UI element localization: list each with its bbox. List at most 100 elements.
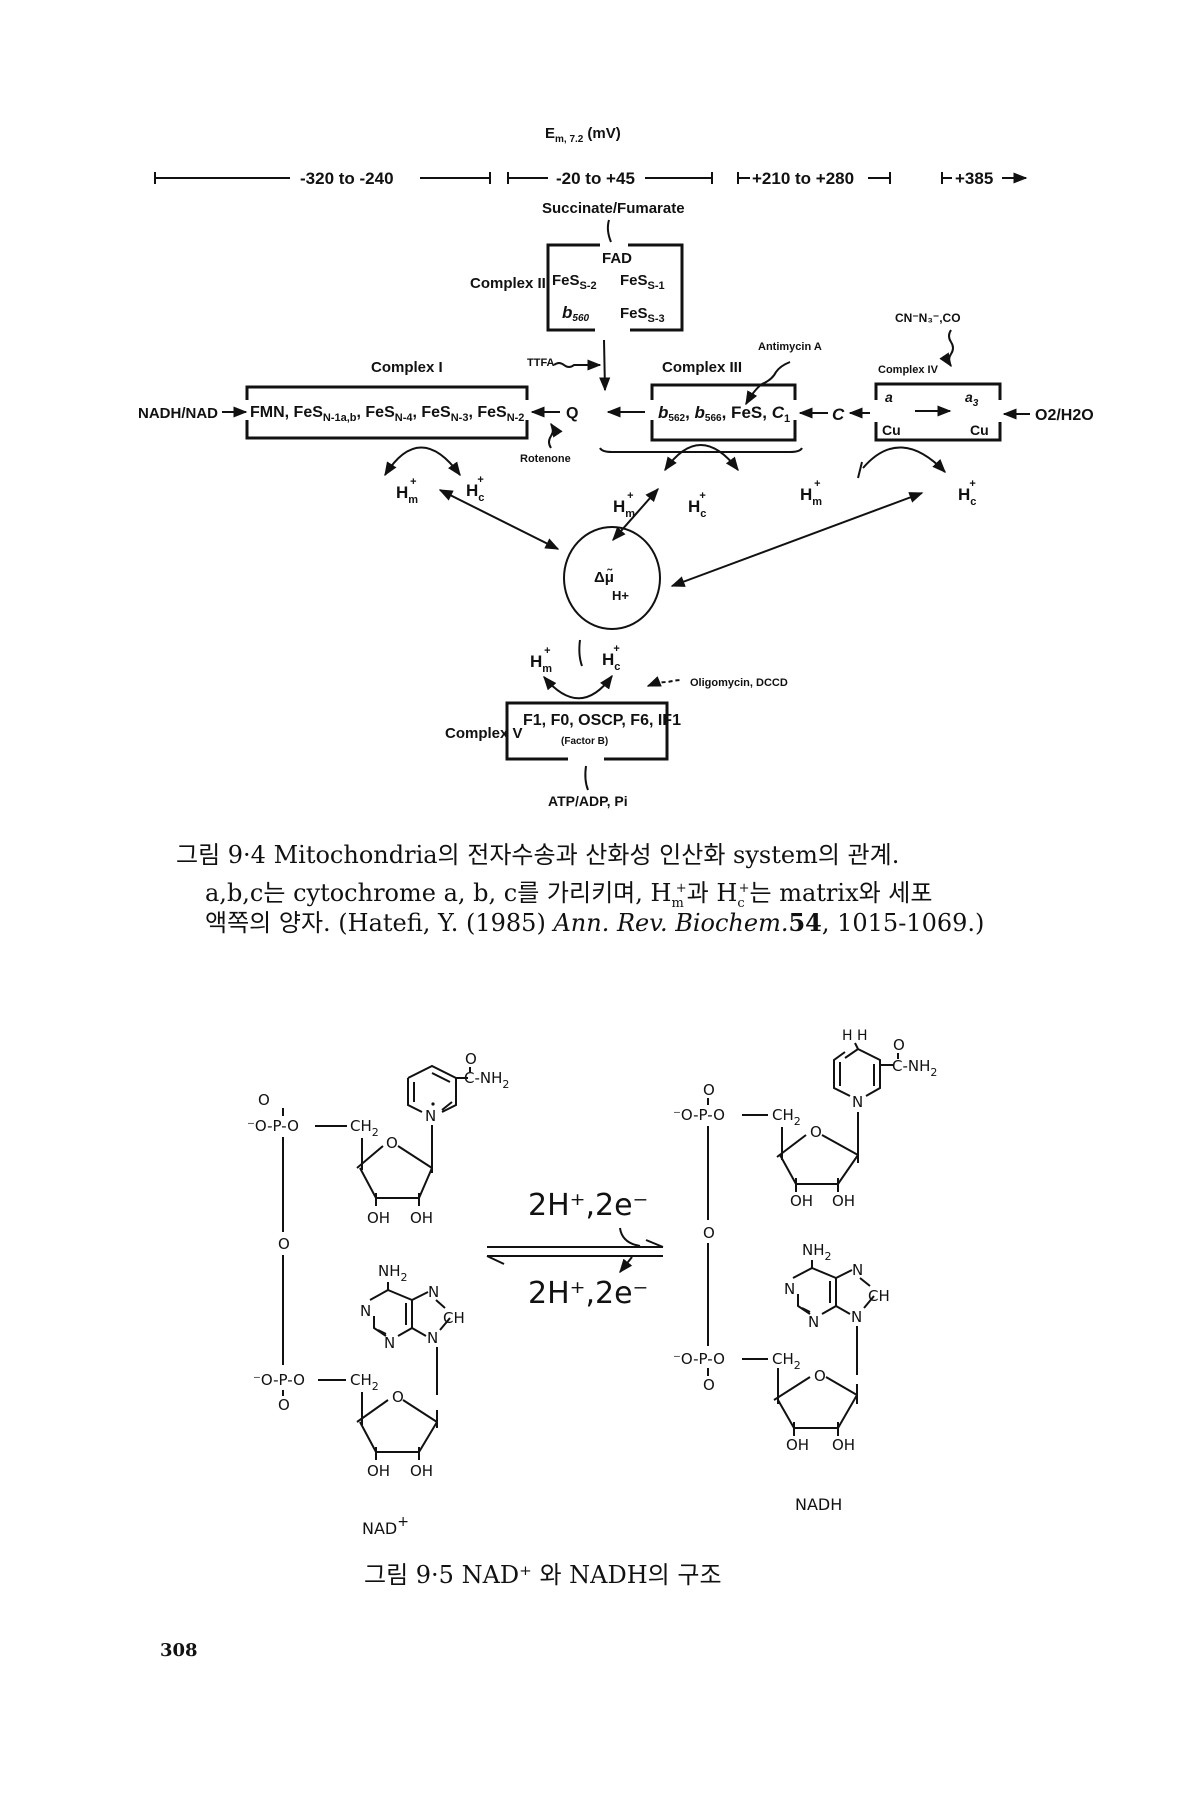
svg-text:OH: OH xyxy=(410,1462,433,1480)
complex-3-contents: b562, b566, FeS, C1 xyxy=(658,403,790,425)
h-c-4: Hc+ xyxy=(602,643,620,673)
complex-2: Complex II FAD FeSS-2 FeSS-1 b560 FeSS-3 xyxy=(470,243,684,332)
svg-text:⁻O-P-O: ⁻O-P-O xyxy=(247,1117,299,1135)
svg-text:OH: OH xyxy=(410,1209,433,1227)
nadh-structure: O ⁻O-P-O CH2 O O OH OH H H N O C-NH2 xyxy=(673,1028,937,1454)
q-label: Q xyxy=(566,405,578,422)
svg-text:O: O xyxy=(703,1081,715,1099)
svg-text:⁻O-P-O: ⁻O-P-O xyxy=(673,1106,725,1124)
factor-b-text: (Factor B) xyxy=(561,736,608,747)
svg-text:OH: OH xyxy=(790,1192,813,1210)
ch2-1: CH2 xyxy=(350,1117,379,1139)
h-c-1: Hc+ xyxy=(466,474,484,504)
atp-adp-label: ATP/ADP, Pi xyxy=(548,793,628,809)
svg-text:OH: OH xyxy=(786,1436,809,1454)
proton-labels: Hm+ Hc+ Hm+ Hc+ Hm+ Hc+ xyxy=(396,474,976,520)
svg-text:N: N xyxy=(851,1308,862,1326)
complex-3-label: Complex III xyxy=(662,359,742,376)
svg-text:O: O xyxy=(465,1050,477,1068)
svg-text:CH: CH xyxy=(443,1309,465,1327)
svg-text:OH: OH xyxy=(832,1192,855,1210)
c-nh2-2: C-NH2 xyxy=(892,1057,937,1079)
o2-h2o-label: O2/H2O xyxy=(1035,407,1094,424)
svg-text:N: N xyxy=(360,1302,371,1320)
complex-3: Complex III Antimycin A b562, b566, FeS,… xyxy=(599,341,822,453)
fad-text: FAD xyxy=(602,250,632,267)
complex-5: Complex V F1, F0, OSCP, F6, IF1 (Factor … xyxy=(445,701,681,761)
h-m-4: Hm+ xyxy=(530,645,552,675)
figure-9-5: O ⁻O-P-O CH2 O O OH OH N O C-NH2 N xyxy=(247,1028,937,1538)
svg-text:CH: CH xyxy=(868,1287,890,1305)
complex-2-label: Complex II xyxy=(470,275,546,292)
h-m-1: Hm+ xyxy=(396,476,418,506)
range-1: -320 to -240 xyxy=(300,169,394,188)
nadh-label: NADH xyxy=(795,1495,842,1514)
svg-text:N: N xyxy=(427,1329,438,1347)
cu-1-text: Cu xyxy=(882,422,901,438)
nad-plus-label: NAD+ xyxy=(362,1514,409,1538)
potential-header: Em, 7.2(mV) xyxy=(545,125,621,145)
proton-motive-force: Δμ̃ H+ xyxy=(563,526,661,630)
reaction-bottom-label: 2H⁺,2e⁻ xyxy=(528,1276,648,1311)
range-3: +210 to +280 xyxy=(752,169,854,188)
complex-1-contents: FMN, FeSN-1a,b, FeSN-4, FeSN-3, FeSN-2 xyxy=(250,404,524,424)
caption-9-4-line-1: 그림 9·4 Mitochondria의 전자수송과 산화성 인산화 syste… xyxy=(176,841,900,869)
nadh-nad-label: NADH/NAD xyxy=(138,405,218,422)
potential-ranges: -320 to -240 -20 to +45 +210 to +280 +38… xyxy=(154,169,1028,188)
h-c-2: Hc+ xyxy=(688,490,706,520)
fes-s3-text: FeSS-3 xyxy=(620,305,665,325)
oligomycin-label: Oligomycin, DCCD xyxy=(690,677,788,689)
svg-text:O: O xyxy=(392,1388,404,1406)
ttfa-label: TTFA xyxy=(527,357,555,369)
caption-9-5: 그림 9·5 NAD⁺ 와 NADH의 구조 xyxy=(364,1561,722,1589)
caption-9-4-line-2: a,b,c는 cytochrome a, b, c를 가리키며, Hm+과 Hc… xyxy=(205,879,933,911)
complex-5-contents: F1, F0, OSCP, F6, IF1 xyxy=(523,712,681,729)
svg-text:OH: OH xyxy=(367,1462,390,1480)
nh2-2: NH2 xyxy=(802,1241,832,1263)
page-number: 308 xyxy=(160,1640,198,1661)
svg-text:⁻O-P-O: ⁻O-P-O xyxy=(253,1371,305,1389)
svg-text:N: N xyxy=(384,1334,395,1352)
complex-4-label: Complex IV xyxy=(878,364,939,376)
delta-mu-text: Δμ̃ xyxy=(594,568,614,586)
svg-text:N: N xyxy=(425,1107,436,1125)
ch2-4: CH2 xyxy=(772,1350,801,1372)
svg-text:N: N xyxy=(784,1280,795,1298)
svg-text:O: O xyxy=(703,1376,715,1394)
caption-9-4-line-3: 액쪽의 양자. (Hatefi, Y. (1985) Ann. Rev. Bio… xyxy=(205,908,985,937)
complex-4-inhibitors: CN⁻N₃⁻,CO xyxy=(895,311,961,325)
fes-s1-text: FeSS-1 xyxy=(620,272,665,292)
delta-mu-sub-text: H+ xyxy=(612,588,629,603)
ch2-3: CH2 xyxy=(772,1106,801,1128)
svg-text:O: O xyxy=(386,1134,398,1152)
succinate-label: Succinate/Fumarate xyxy=(542,200,685,217)
h-m-2: Hm+ xyxy=(613,490,635,520)
nh2-1: NH2 xyxy=(378,1262,408,1284)
cyt-a-text: a xyxy=(885,389,893,405)
svg-text:N: N xyxy=(808,1313,819,1331)
h-c-3: Hc+ xyxy=(958,478,976,508)
svg-text:O: O xyxy=(258,1091,270,1109)
antimycin-label: Antimycin A xyxy=(758,341,822,353)
range-4: +385 xyxy=(955,169,993,188)
nad-plus-structure: O ⁻O-P-O CH2 O O OH OH N O C-NH2 N xyxy=(247,1050,509,1480)
svg-text:O: O xyxy=(278,1235,290,1253)
complex-1-label: Complex I xyxy=(371,359,443,376)
svg-text:O: O xyxy=(810,1123,822,1141)
svg-text:O: O xyxy=(278,1396,290,1414)
svg-text:OH: OH xyxy=(832,1436,855,1454)
cytochrome-c-label: C xyxy=(832,405,845,424)
reaction-top-label: 2H⁺,2e⁻ xyxy=(528,1188,648,1223)
range-2: -20 to +45 xyxy=(556,169,635,188)
b560-text: b560 xyxy=(562,303,590,324)
svg-text:O: O xyxy=(703,1224,715,1242)
ch2-2: CH2 xyxy=(350,1371,379,1393)
cu-2-text: Cu xyxy=(970,422,989,438)
svg-text:O: O xyxy=(814,1367,826,1385)
svg-text:N: N xyxy=(852,1093,863,1111)
svg-text:⁻O-P-O: ⁻O-P-O xyxy=(673,1350,725,1368)
reaction-arrows: 2H⁺,2e⁻ 2H⁺,2e⁻ xyxy=(486,1188,664,1311)
svg-text:O: O xyxy=(893,1036,905,1054)
svg-text:N: N xyxy=(428,1283,439,1301)
